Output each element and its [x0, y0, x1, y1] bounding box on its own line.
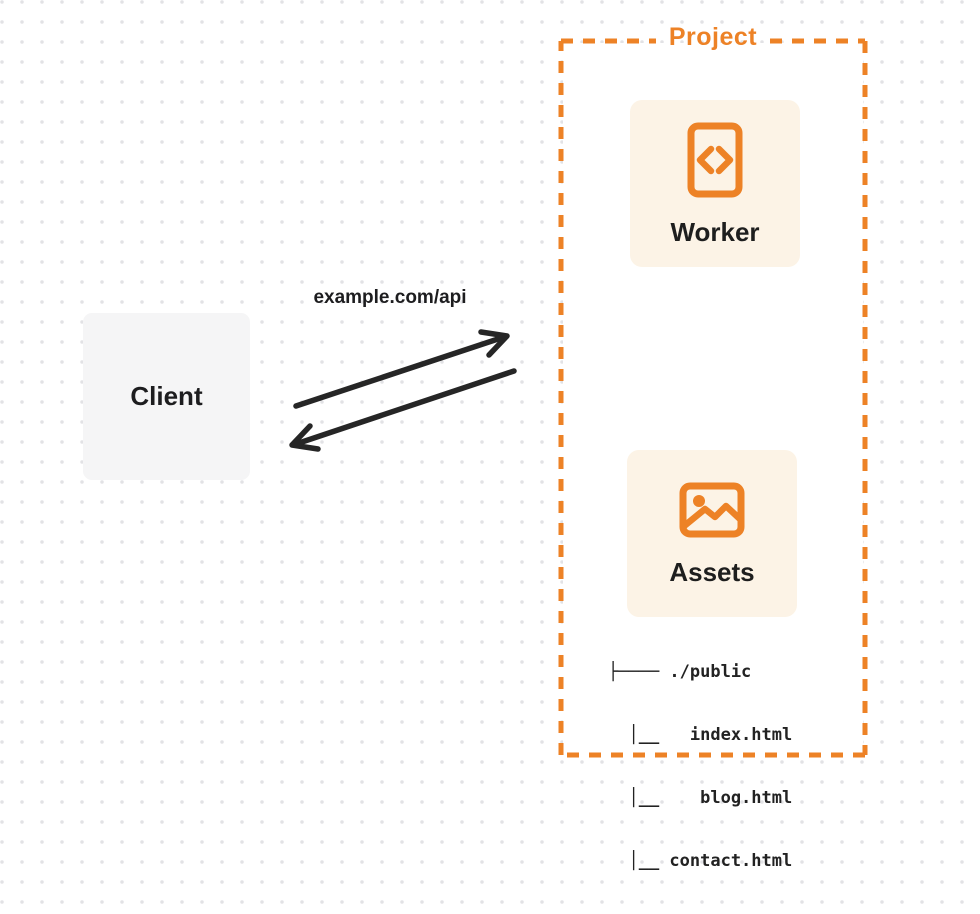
file-tree-line: │__ contact.html — [608, 851, 793, 871]
file-tree-line: │__ index.html — [608, 725, 793, 745]
file-tree-line: ├──── ./public — [608, 662, 752, 682]
diagram-canvas: Project Client example.com/api Worker — [83, 23, 868, 871]
code-file-icon — [687, 122, 743, 203]
request-url-label: example.com/api — [313, 287, 467, 308]
file-tree-line: │__ blog.html — [608, 788, 793, 808]
client-node: Client — [83, 313, 250, 480]
worker-node-label: Worker — [670, 217, 760, 247]
response-arrow — [289, 368, 517, 452]
assets-node-label: Assets — [669, 557, 755, 587]
assets-file-tree: ├──── ./public │__ index.html │__ blog.h… — [608, 620, 792, 914]
project-title: Project — [668, 23, 758, 51]
client-node-label: Client — [130, 381, 203, 411]
assets-node: Assets — [627, 450, 797, 617]
worker-node: Worker — [630, 100, 800, 267]
request-arrow — [293, 329, 510, 409]
image-icon — [679, 482, 745, 543]
